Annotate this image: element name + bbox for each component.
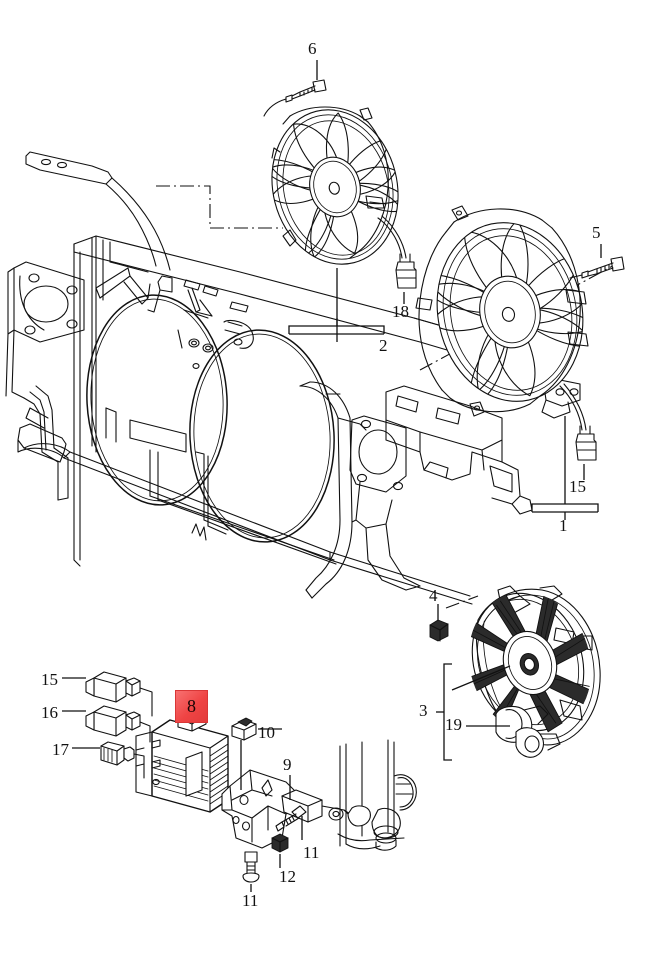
callout-4: 4: [429, 586, 438, 605]
callout-17: 17: [52, 740, 69, 759]
fan-assembly-1: [415, 205, 625, 461]
highlight-box-part-8: [175, 690, 208, 723]
callout-12: 12: [279, 867, 296, 886]
callout-9: 9: [283, 755, 292, 774]
callout-2: 2: [379, 336, 388, 355]
callout-1: 1: [559, 516, 568, 535]
callout-18: 18: [392, 302, 409, 321]
connector-15: [85, 671, 153, 717]
callout-6: 6: [308, 39, 317, 58]
mounting-bracket-9: [221, 769, 357, 849]
connector-16: [85, 705, 151, 743]
callout-19: 19: [445, 715, 462, 734]
connector-plugs-left: [85, 671, 153, 779]
bolt-5: [581, 256, 625, 279]
callout-11-right: 11: [303, 843, 320, 862]
clip-nut-10: [231, 717, 282, 790]
callout-5: 5: [592, 223, 601, 242]
bolt-11-bottom: [242, 851, 260, 892]
callout-15-left: 15: [41, 670, 58, 689]
radiator: [337, 739, 417, 851]
callout-15-right: 15: [569, 477, 586, 496]
front-panel-frame: [5, 151, 581, 605]
nut-12: [271, 833, 289, 868]
fan-bracket-19: [495, 705, 561, 758]
nut-4: [429, 619, 449, 642]
callout-16: 16: [41, 703, 58, 722]
fan-assembly-2: [263, 79, 417, 289]
callout-10: 10: [258, 723, 275, 742]
bolt-11-right: [275, 805, 307, 840]
callout-3: 3: [419, 701, 428, 720]
bolt-6: [285, 79, 327, 103]
connector-17: [100, 741, 145, 779]
callout-11-bottom: 11: [242, 891, 259, 910]
callout-8: 8: [187, 696, 196, 716]
control-module-8: [135, 700, 229, 813]
